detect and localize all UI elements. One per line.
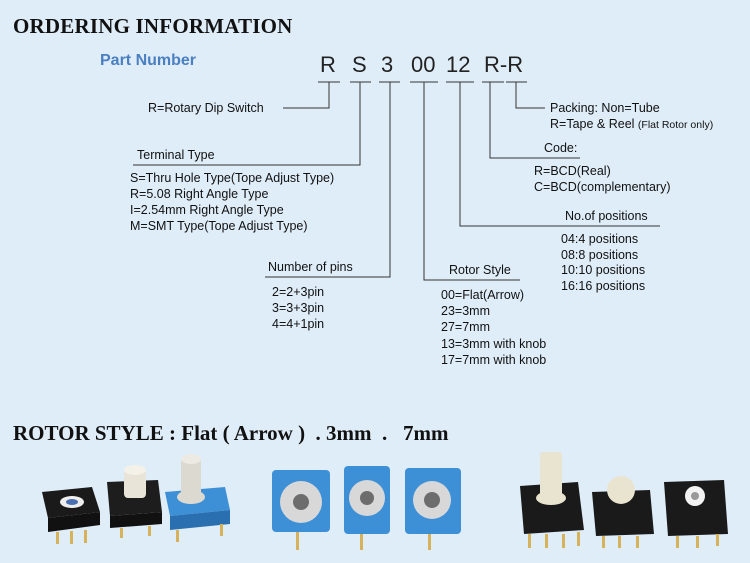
rotary-dip-switch-blue-right-angle-icon xyxy=(272,466,461,550)
packing-line1: Packing: Non=Tube xyxy=(550,101,660,115)
rotor-style-heading: ROTOR STYLE : Flat ( Arrow ) . 3mm . 7mm xyxy=(13,421,449,445)
rotary-dip-switch-text: R=Rotary Dip Switch xyxy=(148,101,264,115)
positions-item: 16:16 positions xyxy=(561,279,646,293)
code-title: Code: xyxy=(544,141,578,155)
positions-item: 08:8 positions xyxy=(561,248,639,262)
part-number-label: Part Number xyxy=(100,52,197,69)
rotor-style-title: Rotor Style xyxy=(449,263,511,277)
packing-line2: R=Tape & Reel (Flat Rotor only) xyxy=(550,117,713,134)
segment-pins: 3 xyxy=(381,52,394,77)
rotor-item: 23=3mm xyxy=(441,304,490,318)
segment-positions: 12 xyxy=(446,52,471,77)
packing-note: (Flat Rotor only) xyxy=(637,119,714,131)
code-item: C=BCD(complementary) xyxy=(534,180,671,194)
segment-code-packing: R-R xyxy=(484,52,524,77)
rotary-dip-switch-flat-icon xyxy=(42,487,100,544)
terminal-type-item: R=5.08 Right Angle Type xyxy=(130,187,269,201)
packing-reel-text: R=Tape & Reel xyxy=(550,117,635,131)
rotor-item: 00=Flat(Arrow) xyxy=(441,288,525,302)
ordering-information-heading: ORDERING INFORMATION xyxy=(13,14,293,38)
segment-series: R xyxy=(320,52,336,77)
positions-title: No.of positions xyxy=(565,209,648,223)
positions-item: 04:4 positions xyxy=(561,232,639,246)
pins-item: 2=2+3pin xyxy=(272,285,325,299)
terminal-type-item: M=SMT Type(Tope Adjust Type) xyxy=(130,219,308,233)
rotor-item: 13=3mm with knob xyxy=(441,337,547,351)
rotary-dip-switch-3mm-icon xyxy=(107,465,162,538)
segment-rotor: 00 xyxy=(411,52,436,77)
terminal-type-item: S=Thru Hole Type(Tope Adjust Type) xyxy=(130,171,335,185)
rotary-dip-switch-black-knob-icon xyxy=(520,452,728,548)
terminal-type-item: I=2.54mm Right Angle Type xyxy=(130,203,284,217)
code-item: R=BCD(Real) xyxy=(534,164,611,178)
terminal-type-title: Terminal Type xyxy=(137,148,215,162)
pins-item: 3=3+3pin xyxy=(272,301,325,315)
number-of-pins-title: Number of pins xyxy=(268,260,353,274)
segment-terminal: S xyxy=(352,52,367,77)
pins-item: 4=4+1pin xyxy=(272,317,325,331)
product-photos xyxy=(42,452,728,550)
rotary-dip-switch-7mm-icon xyxy=(165,454,230,542)
rotor-item: 17=7mm with knob xyxy=(441,353,547,367)
positions-item: 10:10 positions xyxy=(561,263,646,277)
rotor-item: 27=7mm xyxy=(441,320,490,334)
